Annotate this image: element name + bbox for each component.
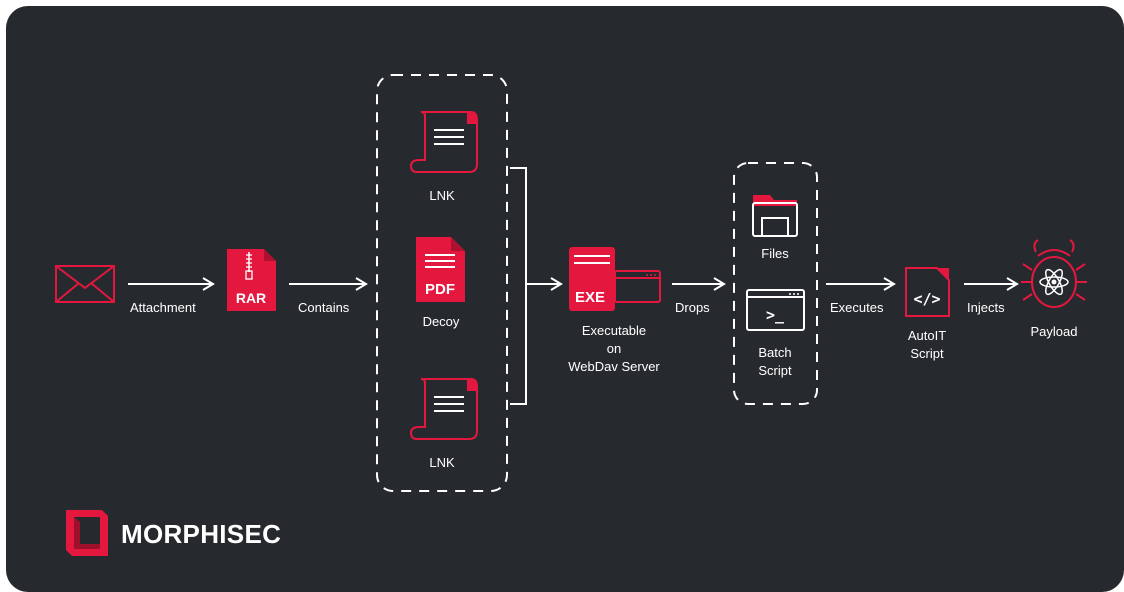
envelope-icon — [55, 265, 115, 303]
exe-window-icon: EXE — [569, 247, 661, 311]
terminal-icon: >_ — [746, 289, 805, 331]
contents-bracket — [510, 167, 527, 405]
diagram-canvas: Attachment Contains Drops Executes Injec… — [6, 6, 1124, 592]
exe-label-line3: WebDav Server — [568, 359, 660, 374]
label-attachment: Attachment — [130, 300, 196, 315]
folder-icon — [752, 195, 798, 237]
rar-badge: RAR — [236, 290, 266, 306]
code-file-icon: </> — [905, 267, 950, 317]
bug-icon — [1021, 239, 1087, 308]
brand-name: MORPHISEC — [121, 519, 281, 549]
autoit-badge: </> — [913, 290, 940, 308]
label-contains: Contains — [298, 300, 350, 315]
autoit-label-line2: Script — [910, 346, 944, 361]
morphisec-logo — [66, 510, 108, 556]
flow-diagram: Attachment Contains Drops Executes Injec… — [55, 74, 1087, 556]
lnk-bottom-label: LNK — [429, 455, 455, 470]
lnk-scroll-icon — [409, 111, 478, 173]
exe-label-line1: Executable — [582, 323, 646, 338]
exe-badge: EXE — [575, 289, 605, 306]
files-label: Files — [761, 246, 789, 261]
label-executes: Executes — [830, 300, 884, 315]
batch-label-line1: Batch — [758, 345, 791, 360]
batch-prompt: >_ — [766, 306, 785, 324]
autoit-label-line1: AutoIT — [908, 328, 946, 343]
batch-label-line2: Script — [758, 363, 792, 378]
pdf-file-icon: PDF — [416, 237, 465, 302]
exe-label-line2: on — [607, 341, 621, 356]
dropped-items-group — [733, 162, 818, 405]
pdf-badge: PDF — [425, 281, 455, 298]
decoy-label: Decoy — [423, 314, 460, 329]
label-injects: Injects — [967, 300, 1005, 315]
archive-contents-group — [376, 74, 508, 492]
lnk-scroll-icon — [409, 378, 478, 440]
lnk-top-label: LNK — [429, 188, 455, 203]
label-drops: Drops — [675, 300, 710, 315]
payload-label: Payload — [1031, 324, 1078, 339]
rar-archive-icon: RAR — [227, 249, 276, 311]
